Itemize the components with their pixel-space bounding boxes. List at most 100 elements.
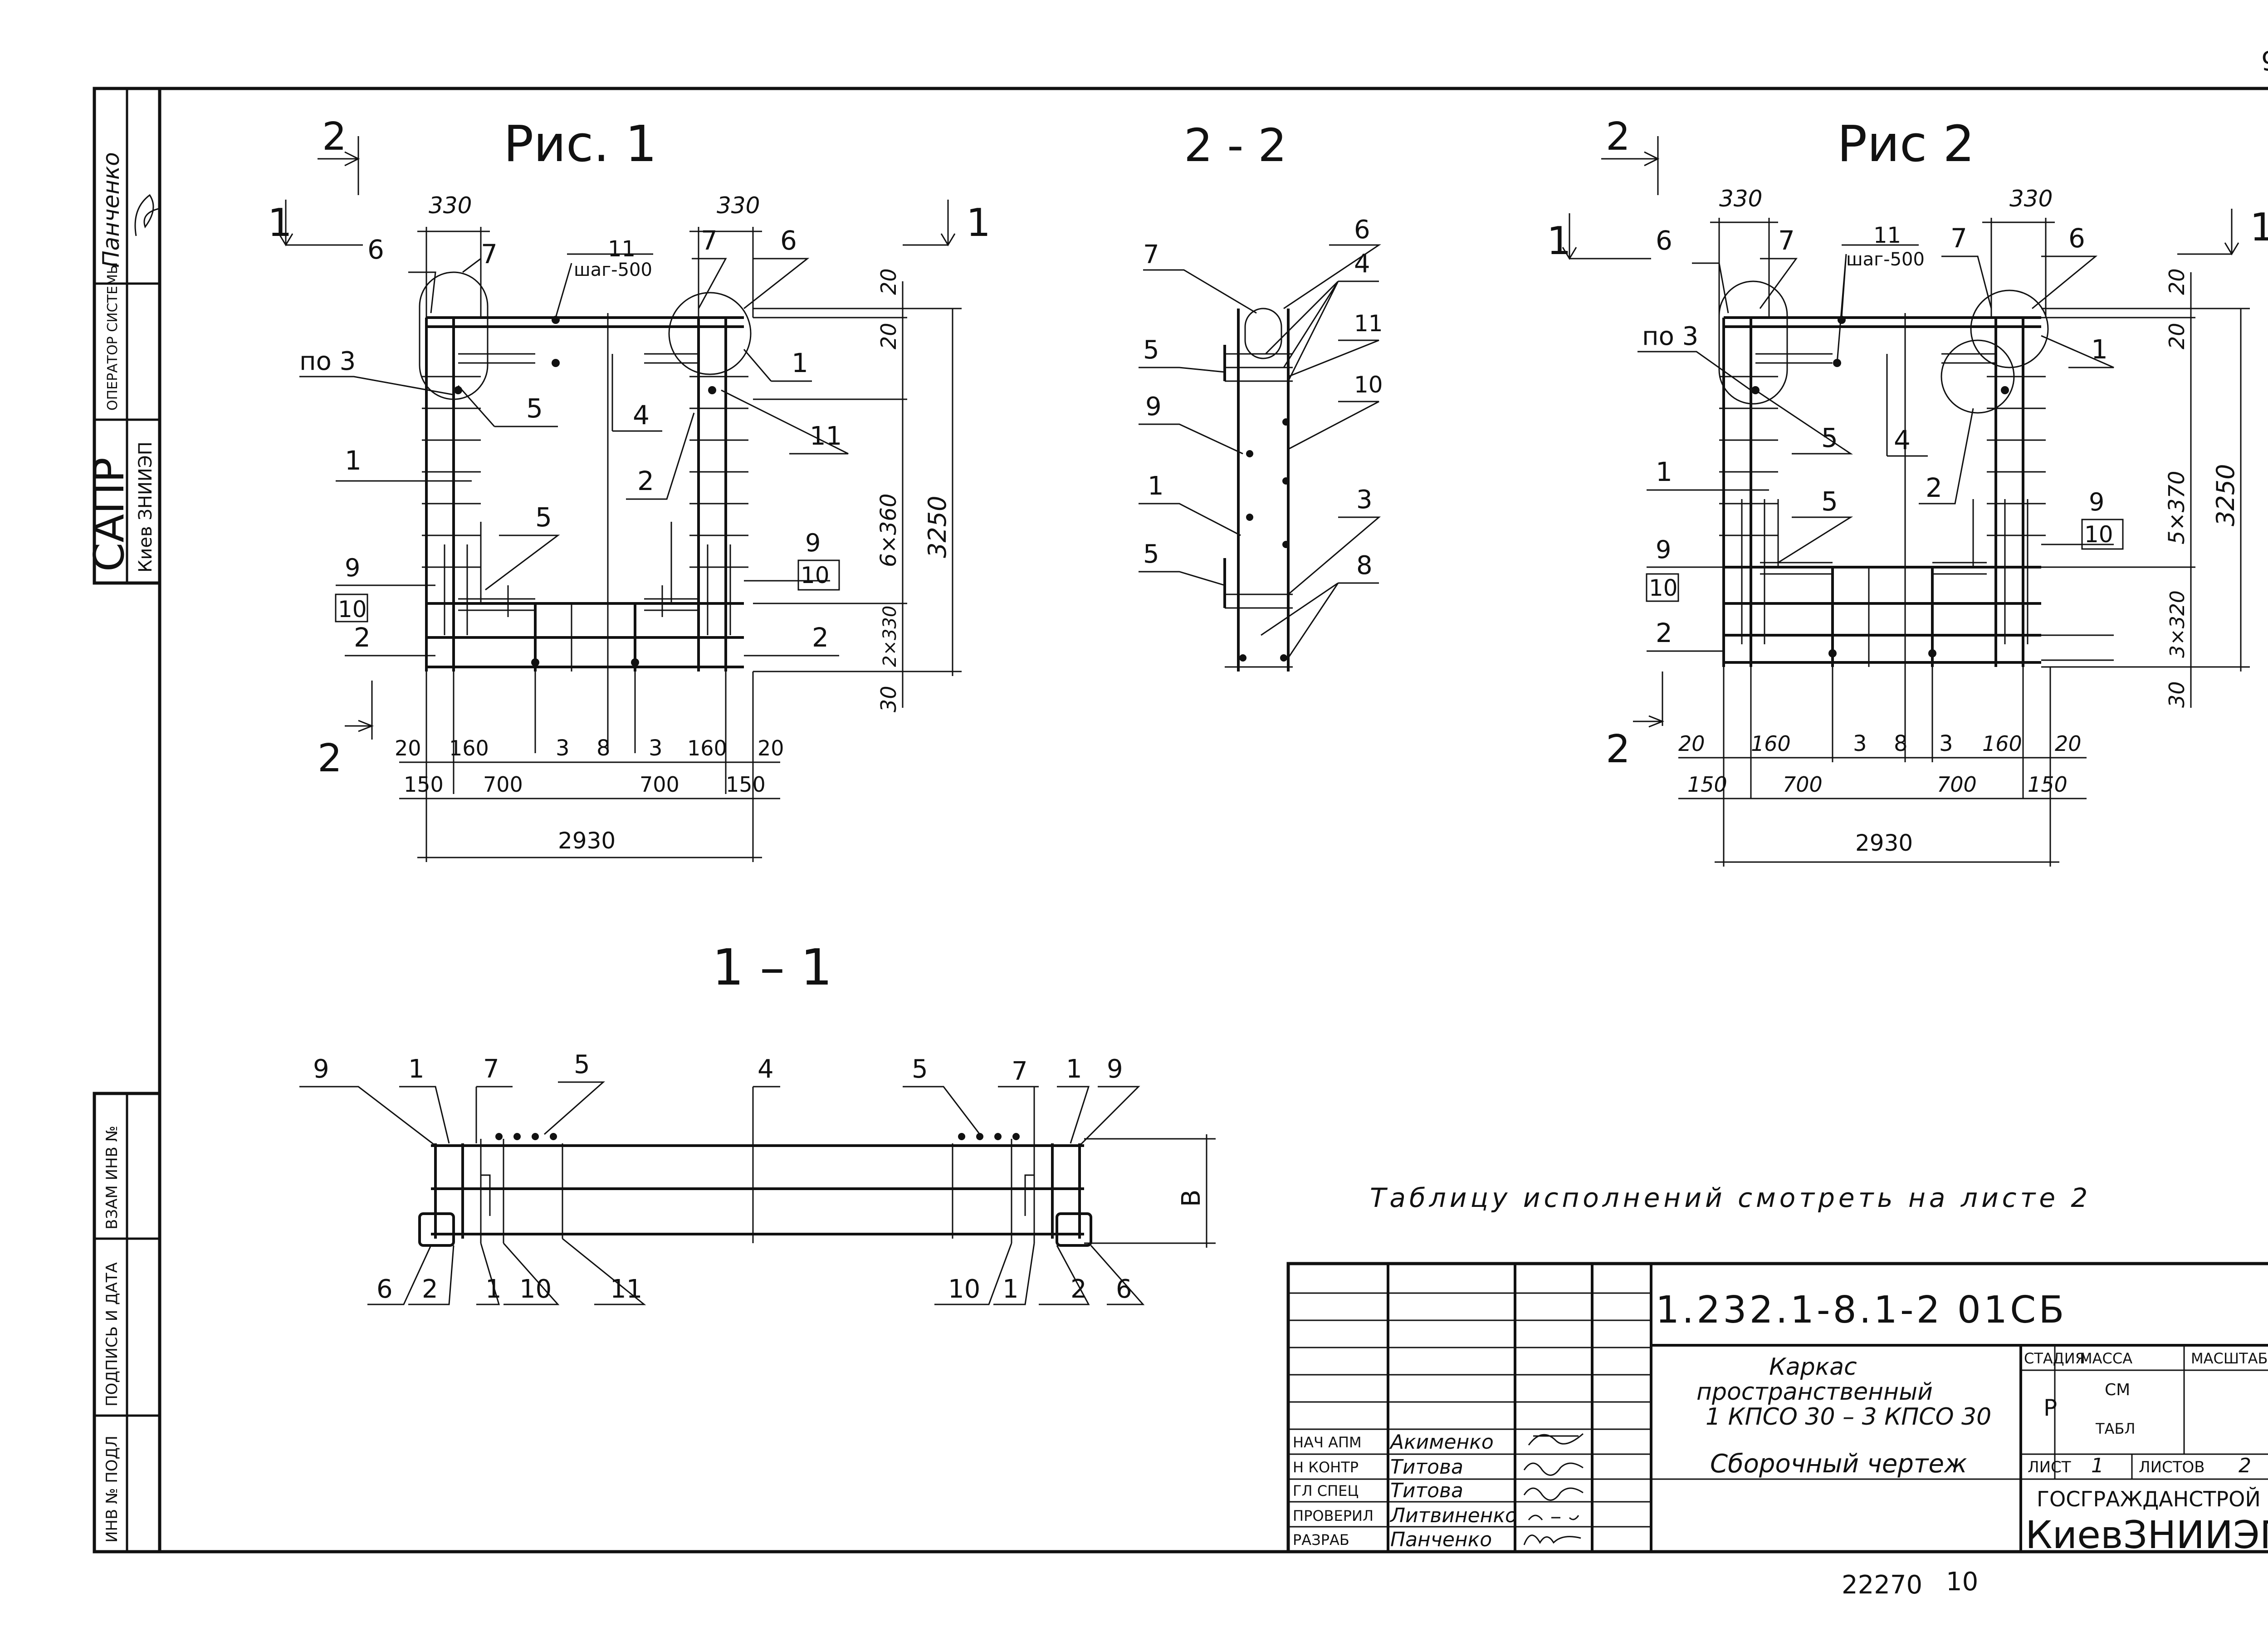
fig2-dim-b-8: 8 [1894, 731, 1908, 756]
sec11-bot-1a: 1 [485, 1274, 502, 1304]
figure-2: Рис 2 2 1 1 2 [1547, 114, 2268, 867]
sec11-bot-10b: 10 [948, 1274, 980, 1304]
note-text: Таблицу исполнений смотреть на листе 2 [1370, 1182, 2091, 1213]
tb-code: 1.232.1-8.1-2 01СБ [1656, 1289, 2067, 1332]
fig2-dim-330b: 330 [2009, 186, 2053, 212]
tb-role-3: ПРОВЕРИЛ [1293, 1507, 1374, 1524]
fig2-dim-b-150a: 150 [1687, 772, 1727, 797]
sec11-top-4: 4 [758, 1054, 774, 1084]
sec11-top-9a: 9 [313, 1054, 329, 1084]
fig1-dim-b-700b: 700 [640, 772, 679, 797]
fig2-callout-po3: по 3 [1642, 322, 1698, 351]
sec11-top-5b: 5 [912, 1054, 928, 1084]
fig1-callout-2c: 2 [812, 622, 829, 653]
tb-name-4-person: Панченко [1390, 1528, 1492, 1551]
fig1-callout-10a: 10 [338, 596, 367, 622]
sec22-callout-1: 1 [1148, 471, 1164, 501]
tb-header-scale: МАСШТАБ [2191, 1350, 2268, 1367]
tb-sheets-value: 2 [2239, 1454, 2251, 1477]
fig1-callout-7a: 7 [481, 239, 498, 270]
fig1-dim-2x330: 2×330 [880, 606, 900, 667]
fig1-callouts: 6 7 11 шаг-500 7 6 по 3 5 4 1 11 1 2 5 [299, 225, 849, 657]
fig1-mark-2-top: 2 [322, 114, 347, 159]
tb-header-mass: МАССА [2080, 1350, 2132, 1367]
fig1-dim-b-20a: 20 [395, 736, 421, 760]
fig2-callout-4: 4 [1894, 425, 1911, 456]
sec22-callout-10: 10 [1354, 372, 1383, 398]
fig2-mark-2-top: 2 [1606, 114, 1630, 159]
fig1-dim-30: 30 [876, 686, 901, 712]
stamp-podpis: ПОДПИСЬ И ДАТА [103, 1262, 121, 1407]
tb-drawing-type: Сборочный чертеж [1710, 1449, 1967, 1479]
sec11-top-1b: 1 [1066, 1054, 1082, 1084]
tb-sheet-label: ЛИСТ [2028, 1458, 2071, 1476]
sec11-bot-2a: 2 [422, 1274, 438, 1304]
fig1-dim-b-150a: 150 [404, 772, 444, 797]
fig2-dim-b-150b: 150 [2028, 772, 2068, 797]
fig2-callout-6b: 6 [2068, 223, 2085, 254]
signature-2 [1523, 1487, 1584, 1501]
title-block: 1.232.1-8.1-2 01СБ Каркас пространственн… [1286, 1262, 2268, 1557]
sec22-callout-9: 9 [1145, 392, 1162, 422]
tb-name-0: Акименко [1389, 1431, 1494, 1454]
tb-name-2: пространственный [1696, 1378, 1933, 1406]
tb-name-3-person: Литвиненко [1389, 1504, 1517, 1527]
sec11-height-label: В [1177, 1190, 1206, 1207]
fig1-callout-6a: 6 [367, 234, 384, 265]
fig1-callout-9a: 9 [345, 554, 360, 582]
signature-3 [1528, 1514, 1579, 1520]
fig2-dim-b-3a: 3 [1853, 731, 1867, 756]
fig1-dim-b-150b: 150 [726, 772, 766, 797]
fig2-callout-1b: 1 [1656, 456, 1672, 487]
sec22-callout-5a: 5 [1143, 335, 1159, 365]
sec11-top-9b: 9 [1107, 1054, 1123, 1084]
section-2-2: 2 - 2 6 7 4 5 11 10 9 1 3 5 [1139, 119, 1383, 671]
fig2-callout-6a: 6 [1656, 225, 1672, 256]
stamp-vzam: ВЗАМ ИНВ № [103, 1126, 121, 1230]
stamp-inv: ИНВ № ПОДЛ [103, 1436, 121, 1543]
fig1-callout-6b: 6 [780, 225, 797, 256]
fig2-callout-5a: 5 [1821, 422, 1838, 453]
tb-name-1: Каркас [1769, 1353, 1857, 1381]
sec11-callouts-top: 9 1 7 5 4 5 7 1 9 [299, 1050, 1140, 1147]
fig1-callout-9b: 9 [805, 529, 821, 557]
fig2-callout-9b: 9 [2089, 488, 2104, 516]
footer-code: 22270 [1842, 1570, 1922, 1600]
sec11-bot-2b: 2 [1070, 1274, 1087, 1304]
fig2-dim-330a: 330 [1719, 186, 1762, 212]
fig2-dim-b-700b: 700 [1937, 772, 1977, 797]
fig1-dim-b-8: 8 [596, 735, 611, 761]
fig2-callout-11a: 11 [1873, 223, 1901, 248]
tb-roles: НАЧ АПМ Акименко Н КОНТР Титова ГЛ СПЕЦ … [1293, 1431, 1584, 1551]
sec22-title: 2 - 2 [1184, 119, 1287, 172]
signature-0 [1528, 1433, 1584, 1446]
fig2-callout-5b: 5 [1821, 486, 1838, 517]
fig2-dim-20a: 20 [2165, 268, 2189, 295]
stamp-sapr-org: Киев ЗНИИЭП [135, 441, 156, 573]
fig1-callout-4: 4 [633, 400, 650, 431]
fig2-callout-1a: 1 [2091, 334, 2108, 365]
tb-role-2: ГЛ СПЕЦ [1293, 1482, 1359, 1500]
sec22-callout-6: 6 [1354, 215, 1370, 245]
fig2-mark-2-bottom: 2 [1606, 727, 1630, 772]
fig2-mark-1-right: 1 [2250, 205, 2268, 250]
fig2-dim-b-3b: 3 [1939, 731, 1953, 756]
sec11-top-1a: 1 [408, 1054, 425, 1084]
fig1-dim-b-3b: 3 [649, 735, 663, 761]
fig1-dimensions: 330 330 20 20 6×360 2×330 30 3250 20 160… [395, 192, 962, 862]
signature-1 [1523, 1462, 1584, 1476]
fig2-callout-7b: 7 [1950, 223, 1967, 254]
sec22-callout-5b: 5 [1143, 539, 1159, 569]
sec11-top-7a: 7 [483, 1054, 499, 1084]
fig2-dim-b-160a: 160 [1751, 731, 1791, 756]
footer-num: 10 [1946, 1567, 1978, 1597]
fig2-dim-b-20a: 20 [1678, 731, 1705, 756]
drawing-frame [158, 87, 2268, 1554]
sec11-callouts-bottom: 6 2 1 10 11 10 1 2 6 [367, 1238, 1145, 1305]
fig2-dim-30: 30 [2165, 681, 2189, 708]
fig1-dim-3250: 3250 [923, 496, 952, 558]
stamp-sapr: САПР [85, 457, 133, 572]
fig2-dim-b-700a: 700 [1783, 772, 1823, 797]
tb-mass-2: ТАБЛ [2095, 1420, 2135, 1437]
